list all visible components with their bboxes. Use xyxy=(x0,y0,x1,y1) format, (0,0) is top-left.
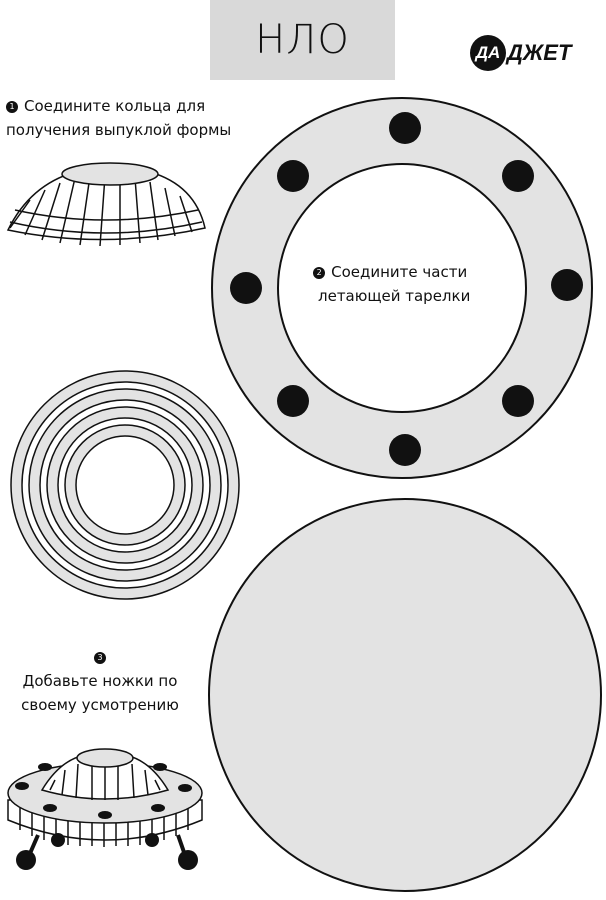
saucer-ring-piece xyxy=(211,97,593,479)
step-text-line1: Соедините части xyxy=(331,263,468,281)
hole xyxy=(502,160,534,192)
logo-circle: ДА xyxy=(470,35,506,71)
ufo-illustration xyxy=(7,748,203,870)
step-2: 2 Соедините части летающей тарелки xyxy=(310,260,470,308)
hole xyxy=(277,385,309,417)
step-text-line2: получения выпуклой формы xyxy=(6,121,232,139)
hole xyxy=(502,385,534,417)
concentric-rings-piece xyxy=(10,370,240,600)
step-text-line1: Добавьте ножки по xyxy=(22,672,178,690)
step-text-line2: летающей тарелки xyxy=(318,287,471,305)
hole xyxy=(551,269,583,301)
hole xyxy=(277,160,309,192)
hole xyxy=(230,272,262,304)
dome-illustration xyxy=(6,162,206,247)
step-3: 3 Добавьте ножки по своему усмотрению xyxy=(10,645,190,717)
step-number: 1 xyxy=(6,100,18,113)
step-number: 2 xyxy=(313,266,326,279)
saucer-base-disc xyxy=(208,498,602,892)
step-number: 3 xyxy=(94,651,106,664)
step-1: 1 Соедините кольца для получения выпуклой… xyxy=(6,94,231,142)
page-title: НЛО xyxy=(255,17,350,63)
hole xyxy=(389,112,421,144)
step-text-line1: Соедините кольца для xyxy=(24,97,206,115)
logo-text: ДЖЕТ xyxy=(507,40,572,65)
hole xyxy=(389,434,421,466)
step-text-line2: своему усмотрению xyxy=(21,696,179,714)
title-banner: НЛО xyxy=(210,0,395,80)
